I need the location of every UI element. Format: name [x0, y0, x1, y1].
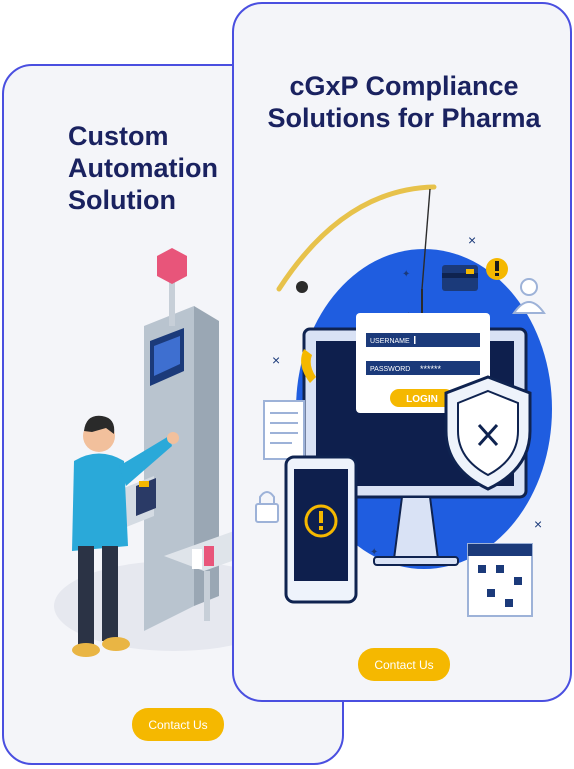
smartphone-screen: [294, 469, 348, 581]
kiosk-screen-glow: [154, 336, 180, 376]
white-bottle: [192, 549, 202, 569]
sparkle-icon: ×: [534, 516, 542, 532]
password-field: [366, 361, 480, 375]
password-label: PASSWORD: [370, 366, 410, 373]
beacon-icon: [157, 248, 187, 284]
automation-title: Custom Automation Solution: [68, 120, 328, 216]
login-label: LOGIN: [406, 394, 438, 405]
keypad: [136, 478, 156, 516]
pink-bottle: [204, 546, 214, 566]
monitor-base: [373, 556, 459, 566]
card-reader: [139, 481, 149, 487]
table-leg: [204, 571, 210, 621]
padlock-icon: [255, 503, 279, 523]
person-shoe-right: [102, 637, 130, 651]
sparkle-icon: ×: [468, 232, 476, 248]
person-torso: [72, 453, 128, 551]
title-line: Automation: [68, 153, 218, 183]
username-label: USERNAME: [370, 338, 410, 345]
compliance-title: cGxP Compliance Solutions for Pharma: [234, 70, 570, 134]
kiosk-side: [194, 306, 219, 606]
phone-icon: [301, 349, 316, 383]
fishing-line: [421, 188, 431, 290]
person-leg-left: [78, 546, 94, 646]
person-hair: [84, 415, 115, 434]
document-icon: [263, 400, 305, 460]
person-shoe-left: [72, 643, 100, 657]
compliance-illustration: USERNAME PASSWORD ****** LOGIN: [255, 184, 552, 617]
compliance-card: cGxP Compliance Solutions for Pharma USE…: [232, 2, 572, 702]
person-leg-right: [102, 546, 118, 641]
fishing-rod-icon: [276, 184, 437, 292]
kiosk-pole: [169, 266, 175, 326]
title-line: Solution: [68, 185, 176, 215]
compliance-contact-button[interactable]: Contact Us: [358, 648, 450, 681]
login-button: [390, 389, 454, 407]
rod-reel: [296, 281, 308, 293]
alert-icon: [304, 504, 338, 538]
user-icon: [520, 278, 538, 296]
password-mask: ******: [420, 364, 442, 374]
title-line: Custom: [68, 121, 169, 151]
sparkle-icon: ✦: [370, 547, 378, 558]
sparkle-icon: ×: [272, 352, 280, 368]
sparkle-icon: ✦: [402, 269, 410, 280]
username-field: [366, 333, 480, 347]
title-line: Solutions for Pharma: [267, 103, 541, 133]
title-line: cGxP Compliance: [289, 71, 519, 101]
person-hand: [167, 432, 179, 444]
monitor-stand: [392, 496, 440, 560]
person-arm: [119, 436, 172, 486]
automation-contact-button[interactable]: Contact Us: [132, 708, 224, 741]
